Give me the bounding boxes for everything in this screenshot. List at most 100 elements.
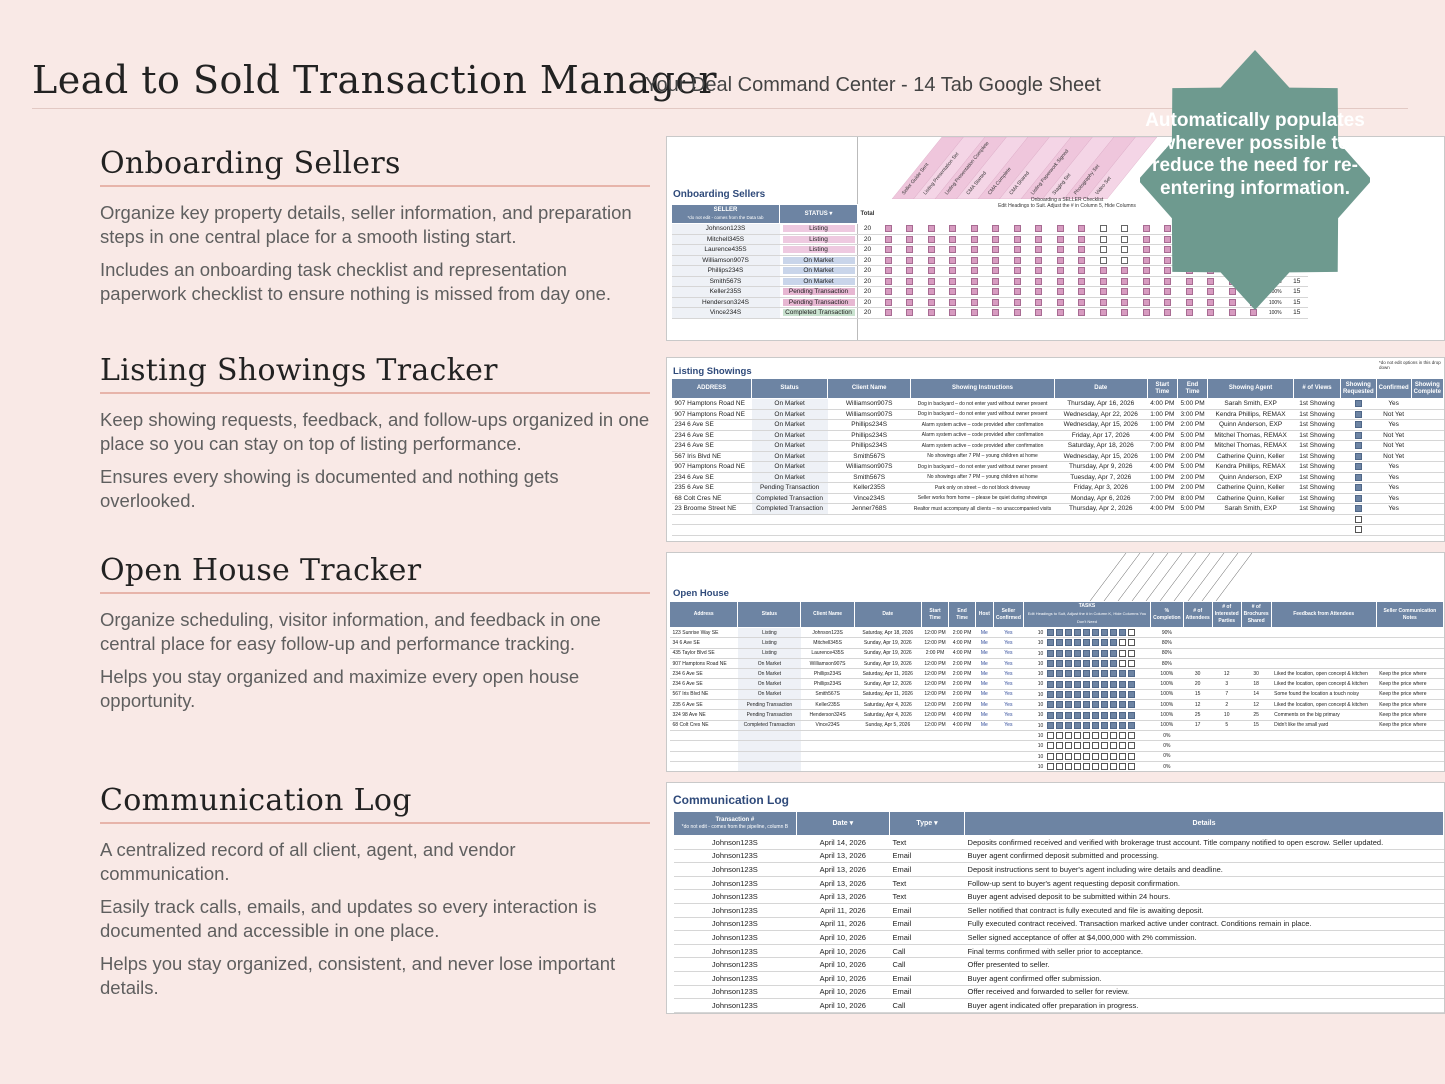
table-cell[interactable]: Email (889, 917, 965, 932)
table-cell[interactable]: Catherine Quinn, Keller (1207, 482, 1294, 494)
checkbox-icon[interactable] (1065, 742, 1073, 750)
table-cell[interactable]: Yes (993, 668, 1024, 680)
checkbox-icon[interactable] (992, 288, 1000, 296)
table-cell[interactable]: 10 (1023, 730, 1151, 742)
table-cell[interactable] (1212, 740, 1242, 752)
checklist-cell[interactable] (1028, 265, 1050, 277)
table-cell[interactable]: 10 (1212, 709, 1242, 721)
table-cell[interactable]: Yes (993, 678, 1024, 690)
empty-cell[interactable] (751, 514, 828, 525)
table-cell[interactable]: 1st Showing (1293, 472, 1341, 483)
checklist-cell[interactable] (877, 244, 899, 256)
checkbox-icon[interactable] (1056, 680, 1064, 688)
checkbox-icon[interactable] (1078, 256, 1086, 264)
checklist-cell[interactable] (920, 234, 942, 245)
checkbox-icon[interactable] (1142, 298, 1150, 306)
checkbox-icon[interactable] (927, 256, 935, 264)
table-cell[interactable]: 12:00 PM (921, 637, 949, 649)
table-cell[interactable]: 234 6 Ave SE (671, 419, 752, 431)
checkbox-icon[interactable] (1035, 309, 1043, 317)
checkbox-icon[interactable] (906, 267, 914, 275)
checklist-cell[interactable] (1221, 297, 1243, 308)
table-cell[interactable] (1183, 761, 1213, 771)
confirmed-cell[interactable]: Yes (1376, 503, 1412, 515)
table-cell[interactable] (1271, 751, 1377, 762)
table-cell[interactable]: Friday, Apr 3, 2026 (1054, 482, 1148, 494)
table-cell[interactable]: Tuesday, Apr 7, 2026 (1054, 472, 1148, 483)
table-cell[interactable]: 25 (1183, 709, 1213, 721)
table-cell[interactable]: 1st Showing (1293, 398, 1341, 410)
table-cell[interactable]: 34 6 Ave SE (669, 637, 738, 649)
col-header[interactable]: Showing Complete (1410, 378, 1444, 399)
checklist-cell[interactable] (1071, 223, 1093, 235)
table-cell[interactable]: Smith567S (827, 451, 911, 462)
checkbox-icon[interactable] (949, 235, 957, 243)
table-cell[interactable]: 12 (1212, 668, 1242, 680)
checkbox-icon[interactable] (906, 235, 914, 243)
checklist-cell[interactable] (1114, 307, 1136, 319)
table-cell[interactable]: Yes (993, 720, 1024, 731)
table-cell[interactable]: Text (889, 876, 965, 891)
table-cell[interactable]: On Market (737, 658, 801, 670)
checkbox-icon[interactable] (1047, 690, 1055, 698)
checkbox-icon[interactable] (1074, 629, 1082, 637)
checklist-cell[interactable] (1071, 265, 1093, 277)
col-header[interactable]: Seller Communication Notes (1375, 601, 1444, 628)
checkbox-icon[interactable] (1185, 277, 1193, 285)
checklist-cell[interactable] (985, 244, 1007, 256)
checkbox-icon[interactable] (906, 309, 914, 317)
checkbox-icon[interactable] (1078, 224, 1086, 232)
table-cell[interactable] (921, 730, 949, 742)
checklist-cell[interactable] (899, 234, 921, 245)
showing-requested-cell[interactable] (1340, 503, 1377, 515)
seller-cell[interactable]: Vince234S (671, 307, 780, 319)
checkbox-icon[interactable] (1164, 256, 1172, 264)
checkbox-icon[interactable] (970, 288, 978, 296)
table-cell[interactable] (921, 751, 949, 762)
seller-cell[interactable]: Johnson123S (671, 223, 780, 235)
checklist-cell[interactable] (899, 244, 921, 256)
table-cell[interactable]: No showings after 7 PM – young children … (910, 472, 1055, 483)
empty-cell[interactable] (1340, 524, 1377, 536)
checklist-cell[interactable] (963, 223, 985, 235)
checkbox-icon[interactable] (1207, 277, 1215, 285)
table-cell[interactable]: On Market (737, 668, 801, 680)
checkbox-icon[interactable] (1083, 649, 1091, 657)
checklist-cell[interactable] (1114, 265, 1136, 277)
checkbox-icon[interactable] (1101, 690, 1109, 698)
checkbox-icon[interactable] (970, 277, 978, 285)
table-cell[interactable]: Completed Transaction (751, 493, 828, 504)
seller-cell[interactable]: Laurence435S (671, 244, 780, 256)
table-cell[interactable] (993, 730, 1024, 742)
col-header[interactable]: ADDRESS (670, 378, 753, 399)
table-cell[interactable]: Text (889, 889, 965, 904)
checklist-cell[interactable] (1157, 255, 1179, 266)
checklist-cell[interactable] (1092, 276, 1114, 287)
table-cell[interactable]: Pending Transaction (737, 699, 801, 711)
table-cell[interactable]: 10 (1023, 637, 1151, 649)
checkbox-icon[interactable] (1119, 752, 1127, 760)
table-cell[interactable]: Johnson123S (673, 876, 797, 891)
table-cell[interactable]: 100% (1150, 689, 1184, 701)
checkbox-icon[interactable] (1101, 639, 1109, 647)
checkbox-icon[interactable] (884, 309, 892, 317)
checkbox-icon[interactable] (1101, 660, 1109, 668)
checkbox-icon[interactable] (992, 235, 1000, 243)
checkbox-icon[interactable] (1074, 742, 1082, 750)
checklist-cell[interactable] (1049, 307, 1071, 319)
col-header[interactable]: # of Interested Parties (1211, 601, 1242, 628)
checkbox-icon[interactable] (906, 298, 914, 306)
table-cell[interactable]: 4:00 PM (1147, 398, 1178, 410)
table-cell[interactable]: Vince234S (827, 493, 911, 504)
checklist-cell[interactable] (1006, 265, 1028, 277)
checkbox-icon[interactable] (1013, 246, 1021, 254)
confirmed-cell[interactable]: Yes (1376, 482, 1412, 494)
table-cell[interactable]: Johnson123S (800, 627, 855, 639)
table-cell[interactable]: Phillips234S (800, 668, 855, 680)
checkbox-icon[interactable] (1078, 309, 1086, 317)
checklist-cell[interactable] (1200, 297, 1222, 308)
checkbox-icon[interactable] (1119, 629, 1127, 637)
table-cell[interactable] (921, 740, 949, 752)
checkbox-icon[interactable] (906, 246, 914, 254)
table-cell[interactable]: 80% (1150, 658, 1184, 670)
